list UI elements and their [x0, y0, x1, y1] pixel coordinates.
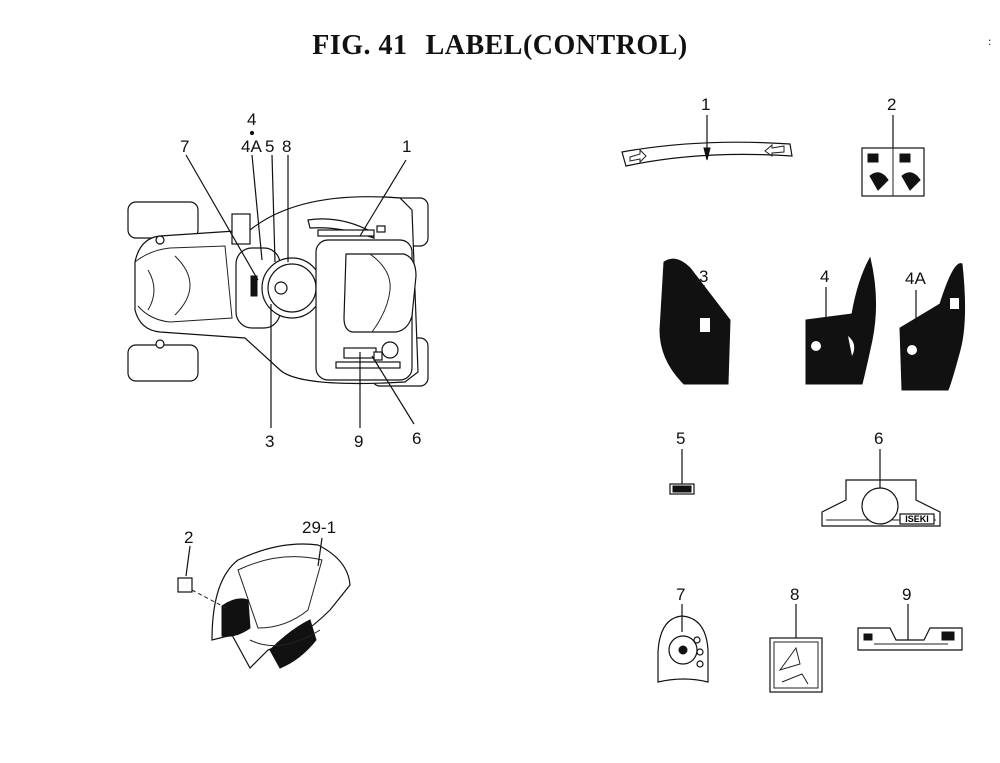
- tractor-top-view: [127, 196, 429, 387]
- label-2-ref: 2: [887, 95, 896, 114]
- iseki-logo-text: ISEKI: [905, 514, 929, 524]
- label-1-ref: 1: [701, 95, 710, 114]
- label-4A-part: 4A: [899, 263, 966, 391]
- label-3-part: 3: [659, 258, 731, 385]
- callout-4: 4: [247, 110, 256, 129]
- tractor-callouts: 7 4 4A 5 8 1 3 9 6: [180, 110, 421, 451]
- callout-6: 7: [180, 137, 189, 156]
- corner-mark: :: [988, 34, 992, 48]
- label-6-ref: 6: [874, 429, 883, 448]
- label-1-part: 1: [621, 95, 793, 167]
- callout-29-1: 29-1: [302, 518, 336, 537]
- label-8-ref: 8: [790, 585, 799, 604]
- label-4-ref: 4: [820, 267, 829, 286]
- label-4-part: 4: [805, 256, 877, 385]
- hood-view: 2 29-1: [177, 518, 351, 669]
- seat: [343, 253, 417, 333]
- callout-5: 5: [265, 137, 274, 156]
- label-5-ref: 5: [676, 429, 685, 448]
- front-left-wheel: [127, 201, 199, 239]
- callout-hood-2: 2: [184, 528, 193, 547]
- figure-name: LABEL(CONTROL): [425, 30, 688, 61]
- tractor-leader-lines: [185, 130, 415, 428]
- figure-title: FIG. 41 LABEL(CONTROL): [0, 30, 1000, 62]
- callout-1: 1: [402, 137, 411, 156]
- warning-triangle-icon: [778, 646, 801, 671]
- label-8-part: 8: [769, 585, 823, 693]
- arrow-left-icon: [764, 143, 785, 157]
- arrow-right-icon: [629, 148, 647, 164]
- front-right-wheel: [127, 344, 199, 382]
- label-9-part: 9: [857, 585, 963, 651]
- label-2-sticker-small: [177, 577, 193, 593]
- callout-3: 3: [265, 432, 274, 451]
- label-9-ref: 9: [902, 585, 911, 604]
- hood-label-right: [269, 619, 317, 669]
- label-2-part: 2: [861, 95, 925, 197]
- label-6-part: ISEKI 6: [821, 429, 941, 527]
- label-3-ref: 3: [699, 267, 708, 286]
- label-7-ref: 7: [676, 585, 685, 604]
- label-7-part: 7: [657, 585, 709, 683]
- callout-4A: 4A: [241, 137, 262, 156]
- label-4A-ref: 4A: [905, 269, 926, 288]
- callout-7: 8: [282, 137, 291, 156]
- label-5-part: 5: [669, 429, 695, 495]
- callout-8: 6: [412, 429, 421, 448]
- figure-number: FIG. 41: [312, 30, 408, 61]
- callout-9: 9: [354, 432, 363, 451]
- hood-label-left: [221, 598, 251, 637]
